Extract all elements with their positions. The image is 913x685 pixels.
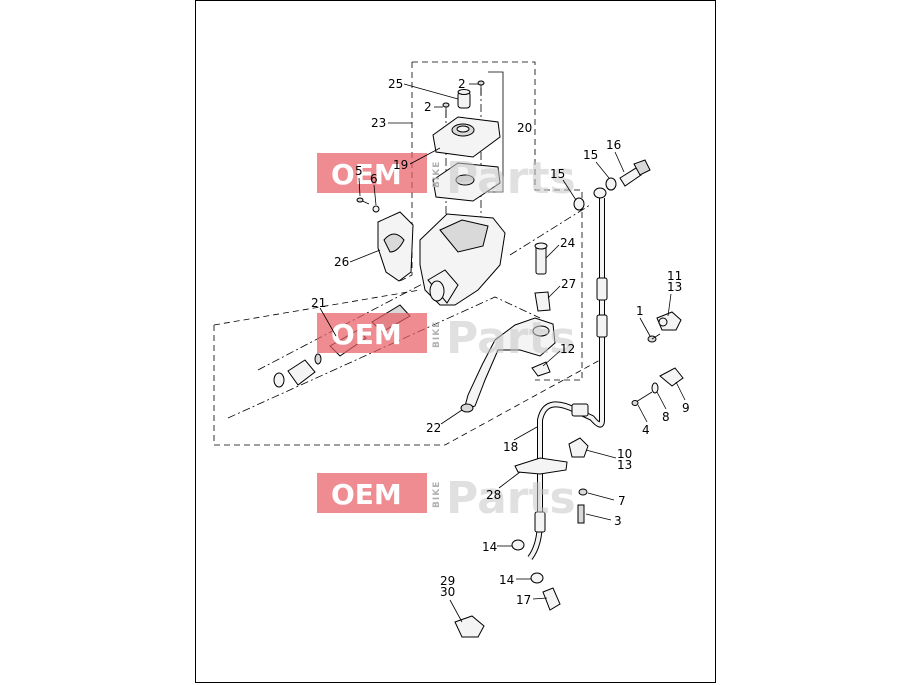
washer-15b bbox=[573, 197, 585, 211]
washer-6 bbox=[372, 205, 380, 213]
centerline-1 bbox=[227, 296, 541, 419]
callout-29: 29 bbox=[440, 574, 455, 588]
callout-5: 5 bbox=[355, 164, 363, 178]
watermark-parts: Parts bbox=[446, 313, 576, 364]
callout-2: 2 bbox=[424, 100, 432, 114]
bolt-17 bbox=[542, 587, 561, 611]
callout-15: 15 bbox=[550, 167, 565, 181]
lever-22 bbox=[460, 317, 556, 413]
clip-10-13 bbox=[568, 437, 589, 458]
callout-8: 8 bbox=[662, 410, 670, 424]
clamp-26 bbox=[377, 211, 414, 282]
callout-2: 2 bbox=[458, 77, 466, 91]
callout-22: 22 bbox=[426, 421, 441, 435]
clip-28 bbox=[514, 457, 568, 475]
callout-20: 20 bbox=[517, 121, 532, 135]
screw-4 bbox=[631, 391, 653, 406]
watermark-bike: BIKE bbox=[432, 321, 442, 348]
callout-19: 19 bbox=[393, 158, 408, 172]
watermark-1: OEM BIKE Parts bbox=[317, 153, 576, 204]
callout-30: 30 bbox=[440, 585, 455, 599]
assembly-boundary-lower-top bbox=[213, 289, 421, 326]
centerline-3 bbox=[509, 204, 591, 256]
callout-9: 9 bbox=[682, 401, 690, 415]
assembly-boundary-lower bbox=[213, 325, 601, 446]
callout-12: 12 bbox=[560, 342, 575, 356]
watermark-bike: BIKE bbox=[432, 481, 442, 508]
washer-14b bbox=[530, 572, 544, 584]
reservoir-cap-25 bbox=[457, 89, 471, 109]
watermark-3: OEM BIKE Parts bbox=[317, 473, 576, 524]
clip-12 bbox=[531, 361, 551, 377]
callout-4: 4 bbox=[642, 423, 650, 437]
callout-3: 3 bbox=[614, 514, 622, 528]
callouts: 1 2 2 3 4 5 6 7 8 9 10 13 11 13 12 14 14… bbox=[311, 77, 690, 607]
master-cylinder-body bbox=[419, 213, 506, 306]
watermark-parts: Parts bbox=[446, 473, 576, 524]
callout-16: 16 bbox=[606, 138, 621, 152]
callout-10: 10 bbox=[617, 447, 632, 461]
bracket-20 bbox=[488, 71, 504, 193]
callout-24: 24 bbox=[560, 236, 575, 250]
diagram-frame bbox=[195, 0, 716, 683]
callout-7: 7 bbox=[618, 494, 626, 508]
callout-17: 17 bbox=[516, 593, 531, 607]
washer-15a bbox=[605, 177, 617, 191]
watermark-bike: BIKE bbox=[432, 161, 442, 188]
assembly-boundary-upper-left bbox=[397, 62, 413, 283]
screw-5 bbox=[356, 197, 370, 205]
clip-11-13 bbox=[656, 311, 682, 331]
callout-28: 28 bbox=[486, 488, 501, 502]
callout-21: 21 bbox=[311, 296, 326, 310]
callout-15: 15 bbox=[583, 148, 598, 162]
watermark-oem: OEM bbox=[331, 158, 402, 191]
callout-6: 6 bbox=[370, 172, 378, 186]
callout-14: 14 bbox=[482, 540, 497, 554]
screw-2a bbox=[477, 80, 485, 95]
pivot-pin-24 bbox=[534, 242, 548, 275]
screw-1 bbox=[647, 333, 661, 343]
reservoir-cover-19 bbox=[432, 116, 501, 158]
watermark-oem: OEM bbox=[331, 318, 402, 351]
watermark-parts: Parts bbox=[446, 153, 576, 204]
clip-9 bbox=[659, 367, 684, 387]
leader-lines bbox=[319, 83, 686, 623]
brake-line-18 bbox=[527, 187, 608, 560]
banjo-bolt-16 bbox=[619, 159, 651, 187]
screw-3 bbox=[577, 504, 585, 524]
callout-1: 1 bbox=[636, 304, 644, 318]
callout-14: 14 bbox=[499, 573, 514, 587]
watermark-2: OEM BIKE Parts bbox=[317, 313, 576, 364]
callout-13: 13 bbox=[667, 280, 682, 294]
bushing-27 bbox=[534, 291, 551, 312]
callout-11: 11 bbox=[667, 269, 682, 283]
callout-23: 23 bbox=[371, 116, 386, 130]
washer-7 bbox=[578, 488, 588, 496]
watermark-oem: OEM bbox=[331, 478, 402, 511]
callout-18: 18 bbox=[503, 440, 518, 454]
washer-8 bbox=[651, 382, 659, 394]
clip-29-30 bbox=[454, 615, 485, 638]
washer-14a bbox=[511, 539, 525, 551]
callout-26: 26 bbox=[334, 255, 349, 269]
callout-13: 13 bbox=[617, 458, 632, 472]
callout-27: 27 bbox=[561, 277, 576, 291]
callout-25: 25 bbox=[388, 77, 403, 91]
diaphragm-20 bbox=[432, 162, 501, 202]
screw-2b bbox=[442, 102, 450, 118]
assembly-boundary-upper bbox=[412, 61, 583, 381]
